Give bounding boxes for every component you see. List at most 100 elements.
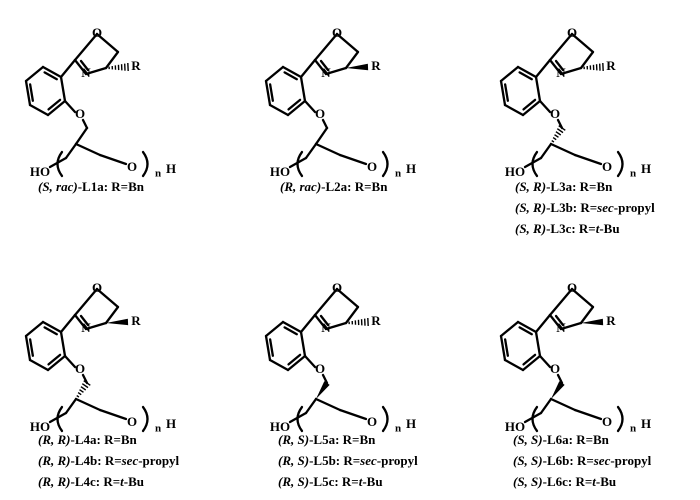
aromatic-inner-bond xyxy=(287,353,302,366)
substituent-text: : R= xyxy=(571,221,596,236)
aromatic-inner-bond xyxy=(522,353,537,366)
ring-bond xyxy=(516,65,538,79)
bond xyxy=(73,32,99,62)
ring-bond xyxy=(521,354,542,372)
nitrogen-label: N xyxy=(321,320,331,335)
oxazoline-oxygen-label: O xyxy=(92,280,102,295)
chain-oxygen-label: O xyxy=(367,414,377,429)
compound-label: (S, R)-L3c: R=t-Bu xyxy=(515,218,655,239)
terminal-h-label: H xyxy=(166,416,176,431)
substituent-italic: sec xyxy=(360,453,377,468)
ring-bond xyxy=(499,65,520,83)
bond xyxy=(73,313,88,331)
stereo-config: (S, R) xyxy=(515,200,547,215)
oxazoline-oxygen-label: O xyxy=(92,25,102,40)
bond xyxy=(73,287,99,317)
ligand-code: -L4a xyxy=(70,432,97,447)
r-group-label: R xyxy=(131,58,141,73)
compound-label: (S, R)-L3b: R=sec-propyl xyxy=(515,197,655,218)
bond xyxy=(74,126,89,146)
ligand-code: -L3a xyxy=(546,179,573,194)
wedge-bond xyxy=(346,63,369,71)
ring-bond xyxy=(281,320,303,334)
nitrogen-label: N xyxy=(556,320,566,335)
bond xyxy=(84,66,108,76)
labels-L1a: (S, rac)-L1a: R=Bn xyxy=(38,176,144,197)
repeat-n-label: n xyxy=(395,168,401,180)
ligand-code: -L6a xyxy=(542,432,569,447)
bond xyxy=(84,321,108,331)
aromatic-inner-bond xyxy=(283,326,298,336)
bond xyxy=(59,58,77,79)
bond xyxy=(573,408,603,421)
bond xyxy=(81,373,89,385)
substituent-suffix: -propyl xyxy=(610,453,652,468)
ring-bond xyxy=(59,75,67,103)
bond xyxy=(81,118,89,130)
labels-L2a: (R, rac)-L2a: R=Bn xyxy=(280,176,387,197)
aromatic-inner-bond xyxy=(268,338,275,357)
stereo-config: (S, R) xyxy=(515,221,547,236)
ring-bond xyxy=(299,75,307,103)
repeat-bracket-left xyxy=(56,150,64,178)
ring-bond xyxy=(24,79,32,107)
oxazoline-oxygen-label: O xyxy=(567,280,577,295)
substituent-suffix: -Bu xyxy=(362,474,383,489)
ring-bond xyxy=(264,65,285,83)
substituent-text: : R=Bn xyxy=(572,179,613,194)
ring-bond xyxy=(41,320,63,334)
ring-bond xyxy=(24,65,45,83)
substituent-italic: sec xyxy=(593,453,611,468)
compound-label: (R, rac)-L2a: R=Bn xyxy=(280,176,387,197)
compound-label: (R, S)-L5b: R=sec-propyl xyxy=(278,450,418,471)
repeat-bracket-left xyxy=(531,405,539,433)
chain-oxygen-label: O xyxy=(367,159,377,174)
ring-bond xyxy=(46,99,67,117)
substituent-suffix: -Bu xyxy=(595,474,617,489)
ligand-code: -L3b xyxy=(546,200,573,215)
bond xyxy=(63,99,77,114)
ring-bond xyxy=(264,79,272,107)
bond xyxy=(98,408,128,421)
ring-bond xyxy=(24,334,32,362)
repeat-bracket-right xyxy=(381,405,389,433)
double-bond-line xyxy=(79,314,90,327)
substituent-italic: t xyxy=(358,474,363,489)
repeat-bracket-left xyxy=(296,150,304,178)
ring-bond xyxy=(41,65,63,79)
aromatic-inner-bond xyxy=(522,98,537,111)
compound-label: (R, R)-L4a: R=Bn xyxy=(38,429,179,450)
substituent-text: : R=Bn xyxy=(347,179,388,194)
bond xyxy=(98,153,128,166)
ring-bond xyxy=(46,354,67,372)
ring-bond xyxy=(499,334,507,362)
bond xyxy=(579,305,595,325)
stereo-config: (R, S) xyxy=(278,453,310,468)
ring-bond xyxy=(503,358,525,372)
bond xyxy=(534,58,552,79)
repeat-bracket-right xyxy=(616,150,624,178)
r-group-label: R xyxy=(371,313,381,328)
ether-oxygen-label: O xyxy=(315,361,325,376)
stereo-config: (S, S) xyxy=(513,453,543,468)
chain-oxygen-label: O xyxy=(127,159,137,174)
ether-oxygen-label: O xyxy=(75,361,85,376)
labels-L4: (R, R)-L4a: R=Bn(R, R)-L4b: R=sec-propyl… xyxy=(38,429,179,492)
ring-bond xyxy=(268,103,290,117)
substituent-italic: sec xyxy=(597,200,614,215)
bond xyxy=(73,58,88,76)
repeat-bracket-left xyxy=(531,150,539,178)
compound-label: (R, R)-L4c: R=t-Bu xyxy=(38,471,179,492)
ligand-code: -L2a xyxy=(321,179,348,194)
bond xyxy=(63,354,77,369)
labels-L3: (S, R)-L3a: R=Bn(S, R)-L3b: R=sec-propyl… xyxy=(515,176,655,239)
stereo-config: (R, R) xyxy=(38,432,71,447)
bond xyxy=(338,408,368,421)
hashed-bond xyxy=(108,62,129,72)
bond xyxy=(313,58,328,76)
substituent-suffix: -propyl xyxy=(613,200,655,215)
oxazoline-oxygen-label: O xyxy=(332,25,342,40)
bond xyxy=(313,287,339,317)
bond xyxy=(539,397,553,415)
